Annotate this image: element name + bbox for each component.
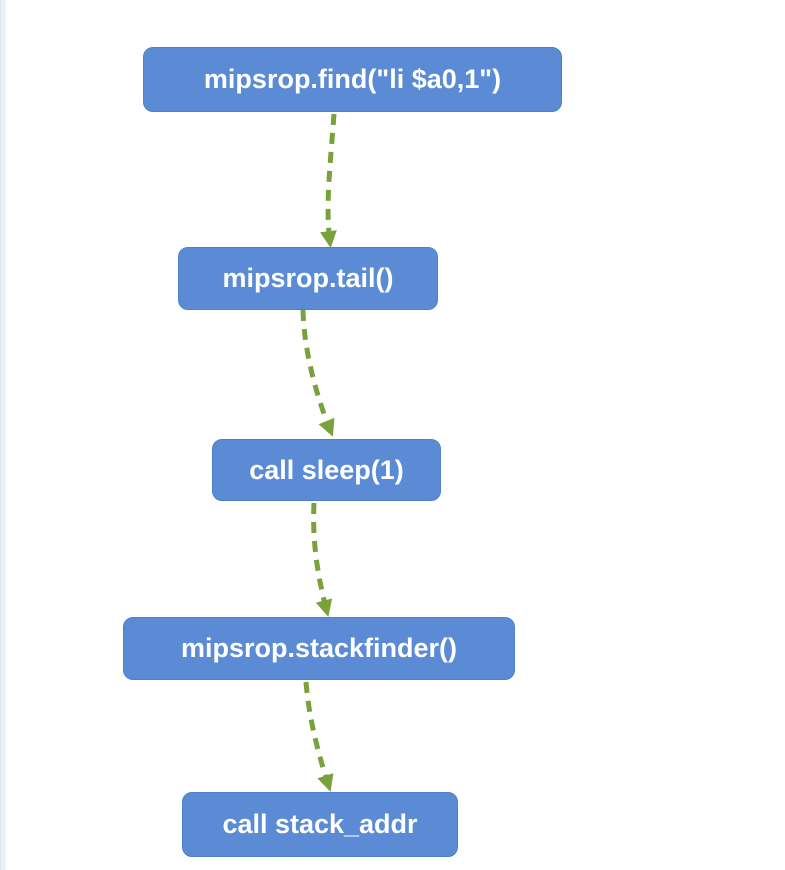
flow-node-label: mipsrop.tail() (222, 263, 394, 293)
flow-node-label: call sleep(1) (249, 454, 404, 485)
flow-node-mipsrop-stackfinder: mipsrop.stackfinder() (123, 617, 515, 680)
edge-stackfinder-to-stackaddr (303, 681, 334, 792)
flow-node-call-stack-addr: call stack_addr (182, 792, 458, 857)
flow-node-label: mipsrop.stackfinder() (180, 633, 458, 663)
edge-tail-to-sleep (300, 309, 335, 437)
flow-node-call-sleep: call sleep(1) (212, 439, 441, 501)
edge-find-to-tail (320, 113, 337, 249)
flow-node-label: mipsrop.find("li $a0,1") (203, 64, 502, 94)
flow-node-mipsrop-find: mipsrop.find("li $a0,1") (143, 47, 562, 112)
flow-node-label: call stack_addr (222, 809, 418, 839)
page-left-gutter (0, 0, 6, 870)
edge-sleep-to-stackfinder (311, 502, 333, 617)
flow-node-mipsrop-tail: mipsrop.tail() (178, 247, 438, 310)
